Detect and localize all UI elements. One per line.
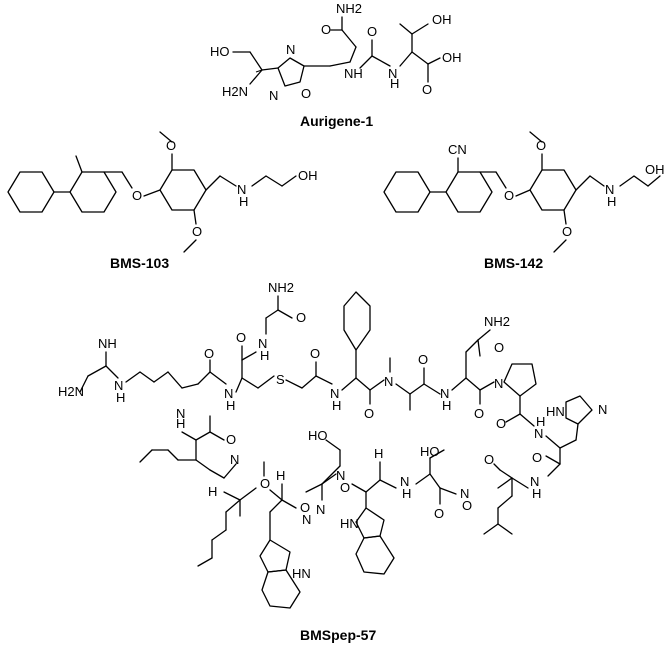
atom-label: NH (344, 66, 363, 81)
atom-label: HN (340, 516, 359, 531)
atom-label: OH (442, 50, 462, 65)
atom-label: O (462, 498, 472, 513)
atom-label: N (302, 512, 311, 527)
compound-name: Aurigene-1 (300, 113, 373, 129)
atom-label: O (310, 346, 320, 361)
atom-label: H2N (222, 84, 248, 99)
atom-label: H (532, 486, 541, 501)
atom-label: OH (298, 168, 318, 183)
atom-label: N (114, 378, 123, 393)
atom-label: HN (292, 566, 311, 581)
aurigene-structure: NH2 O HO H2N N N O NH O N H OH (210, 1, 462, 129)
atom-label: OH (645, 162, 665, 177)
atom-label: O (536, 138, 546, 153)
atom-label: N (534, 426, 543, 441)
atom-label: N (237, 182, 246, 197)
atom-label: O (166, 138, 176, 153)
atom-label: N (330, 386, 339, 401)
atom-label: O (367, 24, 377, 39)
bms142-structure: CN O O O N H OH BMS-142 (383, 131, 665, 271)
atom-label: O (192, 224, 202, 239)
compound-name: BMSpep-57 (300, 627, 376, 643)
atom-label: O (301, 86, 311, 101)
atom-label: NH (98, 336, 117, 351)
bms103-structure: O O O N H OH BMS-103 (7, 131, 318, 271)
atom-label: H (260, 348, 269, 363)
atom-label: NH2 (484, 314, 510, 329)
atom-label: O (484, 452, 494, 467)
atom-label: H (442, 398, 451, 413)
atom-label: N (388, 66, 397, 81)
atom-label: N (598, 402, 607, 417)
atom-label: O (204, 346, 214, 361)
compound-name: BMS-103 (110, 255, 169, 271)
atom-label: N (176, 406, 185, 421)
atom-label: H (536, 414, 545, 429)
atom-label: O (562, 224, 572, 239)
compound-name: BMS-142 (484, 255, 543, 271)
atom-label: O (496, 416, 506, 431)
atom-label: N (440, 386, 449, 401)
atom-label: N (258, 336, 267, 351)
atom-label: N (269, 88, 278, 103)
atom-label: NH2 (268, 280, 294, 295)
atom-label: O (132, 188, 142, 203)
atom-label: N (224, 386, 233, 401)
atom-label: H (176, 416, 185, 431)
atom-label: O (418, 352, 428, 367)
atom-label: O (422, 82, 432, 97)
atom-label: N (286, 42, 295, 57)
atom-label: N (400, 474, 409, 489)
atom-label: OH (432, 12, 452, 27)
atom-label: N (384, 374, 393, 389)
atom-label: CN (448, 142, 467, 157)
atom-label: O (296, 310, 306, 325)
atom-label: H (276, 468, 285, 483)
atom-label: H2N (58, 384, 84, 399)
atom-label: O (236, 330, 246, 345)
atom-label: O (434, 506, 444, 521)
atom-label: N (494, 376, 503, 391)
atom-label: N (336, 468, 345, 483)
atom-label: H (239, 194, 248, 209)
atom-label: H (390, 76, 399, 91)
atom-label: N (530, 474, 539, 489)
atom-label: O (300, 500, 310, 515)
atom-label: N (460, 486, 469, 501)
atom-label: HN (546, 404, 565, 419)
atom-label: H (402, 486, 411, 501)
atom-label: H (374, 446, 383, 461)
atom-label: O (340, 480, 350, 495)
atom-label: NH2 (336, 1, 362, 16)
atom-label: N (316, 502, 325, 517)
atom-label: O (364, 406, 374, 421)
atom-label: H (607, 194, 616, 209)
atom-label: N (605, 182, 614, 197)
atom-label: H (226, 398, 235, 413)
atom-label: O (260, 476, 270, 491)
atom-label: HO (210, 44, 230, 59)
atom-label: O (504, 188, 514, 203)
atom-label: O (474, 406, 484, 421)
atom-label: H (332, 398, 341, 413)
atom-label: O (532, 450, 542, 465)
atom-label: H (208, 484, 217, 499)
atom-label: HO (308, 428, 328, 443)
atom-label: H (116, 390, 125, 405)
atom-label: HO (420, 444, 440, 459)
atom-label: O (226, 432, 236, 447)
atom-label: N (230, 452, 239, 467)
bmspep57-structure: NH2 O N H O NH H2N N H O N H (58, 280, 607, 643)
atom-label: O (321, 22, 331, 37)
atom-label: O (494, 340, 504, 355)
atom-label: S (276, 372, 285, 387)
